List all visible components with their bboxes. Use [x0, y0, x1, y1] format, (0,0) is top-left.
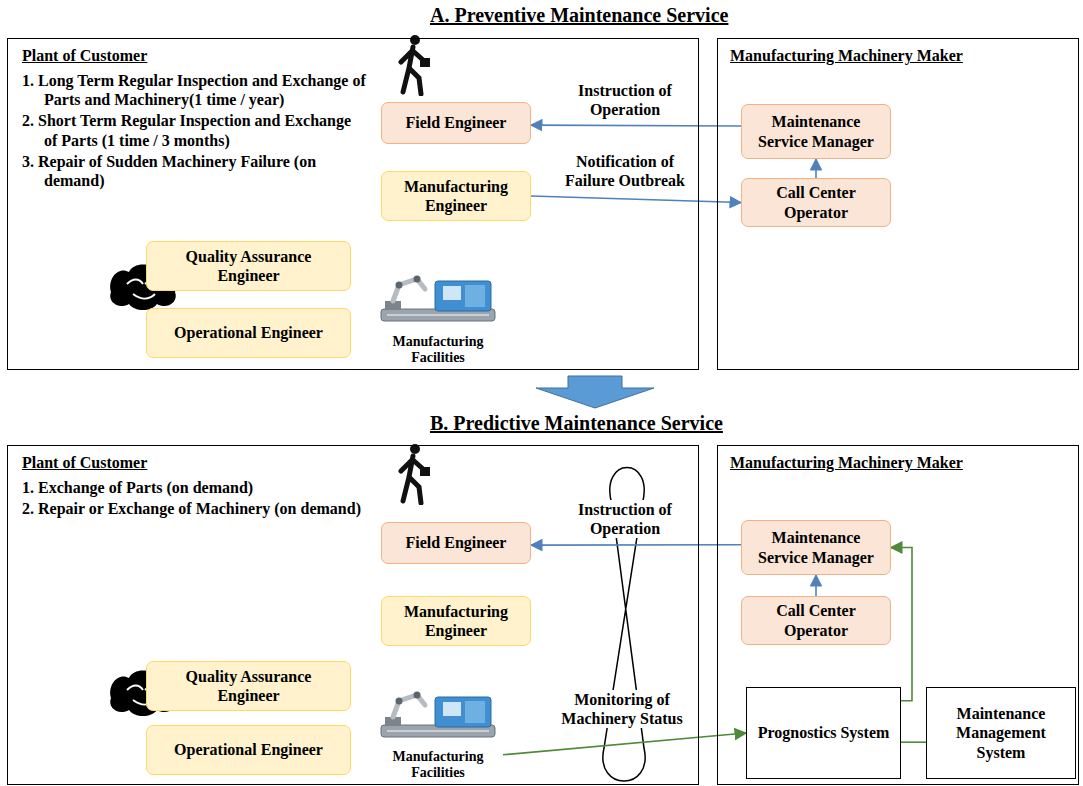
maker-region: Manufacturing Machinery MakerMaintenance… — [717, 38, 1079, 370]
connector-label: Notification of Failure Outbreak — [557, 152, 693, 190]
connector-arrow — [815, 575, 817, 596]
plant-region: Plant of Customer 1. Exchange of Parts (o… — [7, 445, 699, 785]
role-box: Operational Engineer — [146, 725, 351, 775]
connector-arrow — [531, 544, 741, 546]
role-box: Operational Engineer — [146, 308, 351, 358]
region-heading: Plant of Customer — [22, 454, 684, 472]
transition-arrow — [536, 376, 654, 408]
region-heading: Plant of Customer — [22, 47, 684, 65]
box-label: Operational Engineer — [174, 740, 323, 759]
connector-label: Monitoring of Machinery Status — [554, 690, 690, 728]
box-label: Manufacturing Engineer — [388, 177, 524, 215]
region-heading: Manufacturing Machinery Maker — [730, 454, 1066, 472]
role-box: Field Engineer — [381, 522, 531, 564]
section-heading: A. Preventive Maintenance Service — [430, 4, 728, 27]
connector-arrow — [531, 124, 741, 127]
facility-figure: Manufacturing Facilities — [373, 689, 503, 783]
box-label: Manufacturing Engineer — [388, 602, 524, 640]
maker-region: Manufacturing Machinery MakerMaintenance… — [717, 445, 1079, 785]
box-label: Call Center Operator — [748, 183, 884, 221]
box-label: Quality Assurance Engineer — [153, 247, 344, 285]
role-box: Quality Assurance Engineer — [146, 661, 351, 711]
machine-illustration — [373, 273, 503, 331]
box-label: Maintenance Management System — [933, 704, 1069, 762]
box-label: Field Engineer — [406, 533, 507, 552]
machine-illustration — [373, 689, 503, 747]
connector-arrow — [815, 159, 817, 178]
list-item: 3. Repair of Sudden Machinery Failure (o… — [22, 152, 367, 190]
worker-icon — [401, 35, 430, 94]
connector-label: Instruction of Operation — [557, 500, 693, 538]
role-box: Maintenance Service Manager — [741, 520, 891, 575]
role-box: Field Engineer — [381, 102, 531, 144]
box-label: Maintenance Service Manager — [748, 528, 884, 566]
connector-arrow — [901, 741, 926, 743]
box-label: Quality Assurance Engineer — [153, 667, 344, 705]
connector-arrow — [531, 196, 741, 203]
list-item: 1. Long Term Regular Inspection and Exch… — [22, 71, 367, 109]
box-label: Call Center Operator — [748, 601, 884, 639]
region-heading: Manufacturing Machinery Maker — [730, 47, 1066, 65]
role-box: Quality Assurance Engineer — [146, 241, 351, 291]
figure-caption: Manufacturing Facilities — [373, 334, 503, 366]
role-box: Manufacturing Engineer — [381, 596, 531, 646]
worker-icon — [401, 444, 430, 503]
role-box: Manufacturing Engineer — [381, 171, 531, 221]
role-box: Call Center Operator — [741, 596, 891, 645]
role-box: Call Center Operator — [741, 178, 891, 227]
list-item: 2. Short Term Regular Inspection and Exc… — [22, 111, 367, 149]
box-label: Maintenance Service Manager — [748, 112, 884, 150]
box-label: Prognostics System — [758, 723, 890, 742]
system-box: Prognostics System — [746, 687, 901, 779]
section-heading: B. Predictive Maintenance Service — [430, 412, 723, 435]
connector-label: Instruction of Operation — [557, 81, 693, 119]
list-item: 2. Repair or Exchange of Machinery (on d… — [22, 499, 367, 518]
box-label: Field Engineer — [406, 113, 507, 132]
figure-caption: Manufacturing Facilities — [373, 749, 503, 781]
list-item: 1. Exchange of Parts (on demand) — [22, 478, 367, 497]
role-box: Maintenance Service Manager — [741, 104, 891, 159]
connector-arrow — [891, 548, 912, 701]
facility-figure: Manufacturing Facilities — [373, 273, 503, 368]
box-label: Operational Engineer — [174, 323, 323, 342]
connector-arrow — [503, 733, 746, 755]
system-box: Maintenance Management System — [926, 687, 1076, 779]
